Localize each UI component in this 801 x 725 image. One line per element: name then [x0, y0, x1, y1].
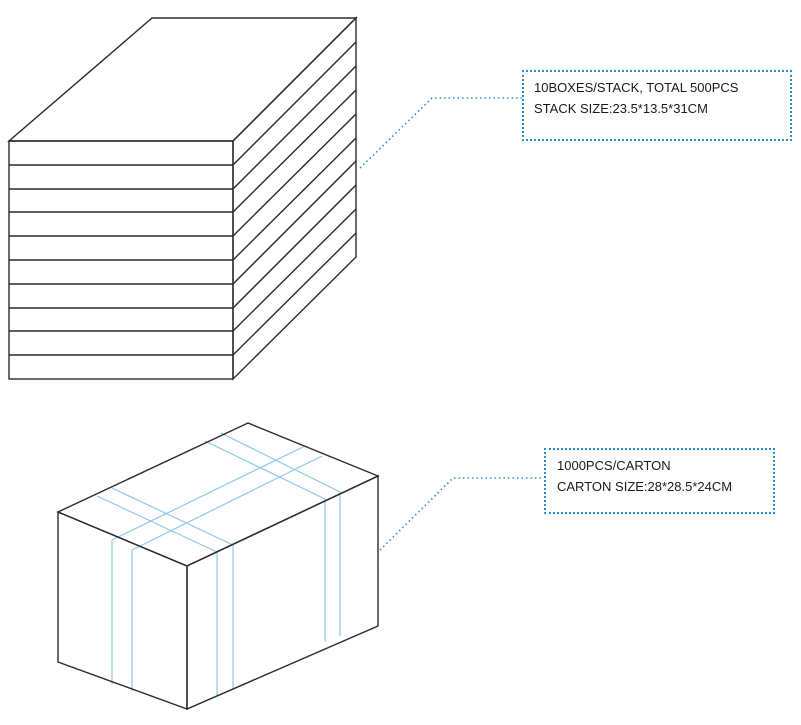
stack-info-callout: 10BOXES/STACK, TOTAL 500PCS STACK SIZE:2…: [522, 70, 792, 141]
carton-leader-line: [379, 477, 544, 551]
stack-leader-line: [359, 97, 522, 169]
stack-side-face: [232, 16, 357, 381]
stack-size-text: STACK SIZE:23.5*13.5*31CM: [534, 101, 708, 116]
stack-layer-lines: [9, 41, 357, 356]
stack-top-face: [7, 17, 358, 142]
carton-straps: [96, 432, 341, 696]
box-stack: [7, 16, 358, 381]
carton-info-callout: 1000PCS/CARTON CARTON SIZE:28*28.5*24CM: [544, 448, 775, 514]
carton-quantity-text: 1000PCS/CARTON: [557, 458, 671, 473]
carton: [56, 422, 380, 711]
stack-quantity-text: 10BOXES/STACK, TOTAL 500PCS: [534, 80, 739, 95]
carton-top-face: [56, 422, 380, 567]
carton-front-face: [57, 510, 188, 711]
carton-size-text: CARTON SIZE:28*28.5*24CM: [557, 479, 733, 494]
carton-side-face: [186, 474, 379, 711]
